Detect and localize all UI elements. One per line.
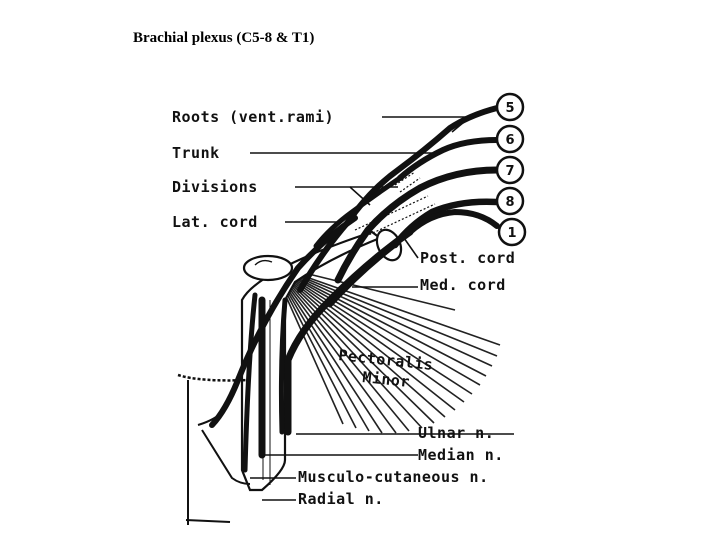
root-marker-1: 1 [497,217,527,247]
root-marker-8: 8 [495,186,525,216]
label-roots: Roots (vent.rami) [172,108,334,126]
leader-lines [250,111,514,501]
label-ulnar: Ulnar n. [418,424,494,442]
root-number-markers: 5 6 7 8 1 [495,92,527,247]
label-post-cord: Post. cord [420,249,515,267]
page-title: Brachial plexus (C5-8 & T1) [133,30,315,46]
root-number: 7 [505,164,514,179]
division-markings [177,171,436,382]
chest-wall-outline [185,380,251,525]
root-number: 1 [507,226,516,241]
root-number: 6 [505,133,514,148]
label-divisions: Divisions [172,178,258,196]
root-number: 5 [505,101,514,116]
labels: Roots (vent.rami) Trunk Divisions Lat. c… [172,108,515,508]
label-median: Median n. [418,446,504,464]
root-marker-6: 6 [495,124,525,154]
nerve-trunks [209,105,501,473]
label-radial: Radial n. [298,490,384,508]
label-musculocutaneous: Musculo-cutaneous n. [298,468,489,486]
label-minor: Minor [362,368,411,391]
label-trunk: Trunk [172,144,220,162]
root-marker-7: 7 [495,155,525,185]
root-marker-5: 5 [495,92,525,122]
pectoralis-minor-fibers [271,264,501,434]
label-med-cord: Med. cord [420,276,506,294]
root-number: 8 [505,195,514,210]
label-lat-cord: Lat. cord [172,213,258,231]
